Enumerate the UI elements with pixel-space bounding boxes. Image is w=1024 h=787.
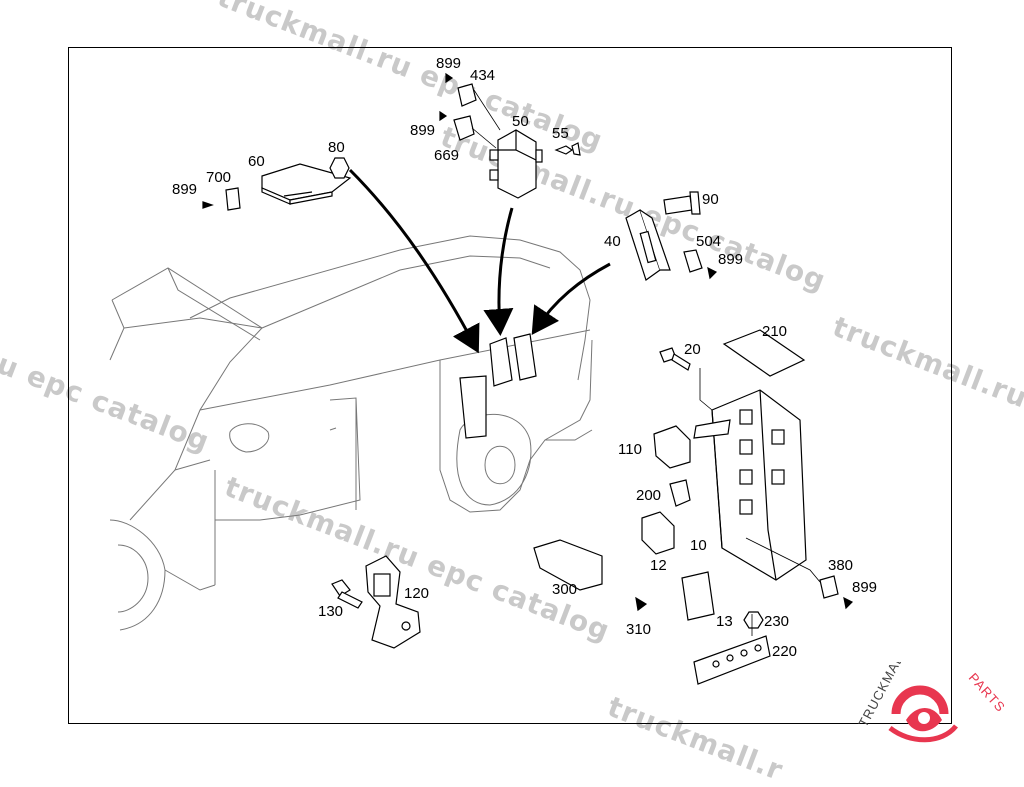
bolt-90	[663, 195, 693, 215]
diagram-svg: 899 434 899 669 50 55 80 60 700 899 90 4…	[109, 55, 877, 685]
vehicle-outline	[109, 235, 593, 631]
callout-700: 700	[206, 169, 231, 186]
clip-899	[202, 201, 214, 209]
part-200	[669, 479, 691, 507]
callout-434: 434	[470, 67, 495, 84]
control-unit-60	[261, 163, 352, 205]
module-in-car	[489, 337, 513, 387]
relay-110	[653, 425, 691, 469]
leader-arrows	[348, 168, 611, 354]
clip-899	[843, 596, 854, 610]
connector-504	[683, 249, 703, 273]
fuse-box-10	[711, 389, 807, 581]
mounting-bracket	[459, 375, 487, 439]
callout-90: 90	[702, 191, 719, 208]
callout-80: 80	[328, 139, 345, 156]
bracket-120	[365, 555, 421, 649]
callout-669: 669	[434, 147, 459, 164]
callout-130: 130	[318, 603, 343, 620]
callout-labels: 899 434 899 669 50 55 80 60 700 899 90 4…	[172, 55, 877, 660]
callout-13: 13	[716, 613, 733, 630]
module-in-car	[513, 333, 537, 381]
leader-lines	[471, 89, 821, 636]
connector-669	[453, 115, 475, 141]
callout-310: 310	[626, 621, 651, 638]
callout-210: 210	[762, 323, 787, 340]
callout-380: 380	[828, 557, 853, 574]
bolt-130	[331, 579, 351, 597]
callout-899: 899	[410, 122, 435, 139]
callout-10: 10	[690, 537, 707, 554]
callout-899: 899	[718, 251, 743, 268]
clip-899	[439, 110, 448, 122]
clip-899	[445, 72, 454, 84]
component-drawings	[202, 72, 854, 685]
callout-504: 504	[696, 233, 721, 250]
logo-text-right: PARTS	[966, 670, 1009, 715]
callout-120: 120	[404, 585, 429, 602]
callout-230: 230	[764, 613, 789, 630]
clip-plate	[693, 419, 731, 439]
clip-899	[707, 266, 718, 280]
callout-110: 110	[618, 441, 642, 458]
callout-220: 220	[772, 643, 797, 660]
bolt-head-90	[689, 191, 701, 215]
bolt-shaft-20	[671, 353, 691, 371]
busbar-220	[693, 635, 771, 685]
callout-20: 20	[684, 341, 701, 358]
connector-380	[819, 575, 839, 599]
truckmall-parts-logo: TRUCKMALL PARTS	[855, 645, 1024, 750]
relay-13	[681, 571, 715, 621]
callout-40: 40	[604, 233, 621, 250]
relay-12	[641, 511, 675, 555]
bolt-shaft-130	[337, 591, 363, 609]
switch-300	[533, 539, 603, 591]
clip-310	[635, 596, 648, 612]
module-40	[625, 209, 671, 281]
connector-434	[457, 83, 477, 107]
connector-700	[225, 187, 241, 211]
callout-60: 60	[248, 153, 265, 170]
screw-55	[554, 142, 581, 156]
module-50	[489, 129, 543, 199]
callout-12: 12	[650, 557, 667, 574]
callout-899: 899	[852, 579, 877, 596]
cover-210	[722, 329, 806, 377]
callout-899: 899	[436, 55, 461, 72]
nut-230	[743, 611, 764, 629]
callout-200: 200	[636, 487, 661, 504]
callout-899: 899	[172, 181, 197, 198]
diagram-frame	[68, 47, 952, 724]
callout-300: 300	[552, 581, 577, 598]
nut-80	[329, 157, 350, 179]
callout-55: 55	[552, 125, 569, 142]
callout-50: 50	[512, 113, 529, 130]
